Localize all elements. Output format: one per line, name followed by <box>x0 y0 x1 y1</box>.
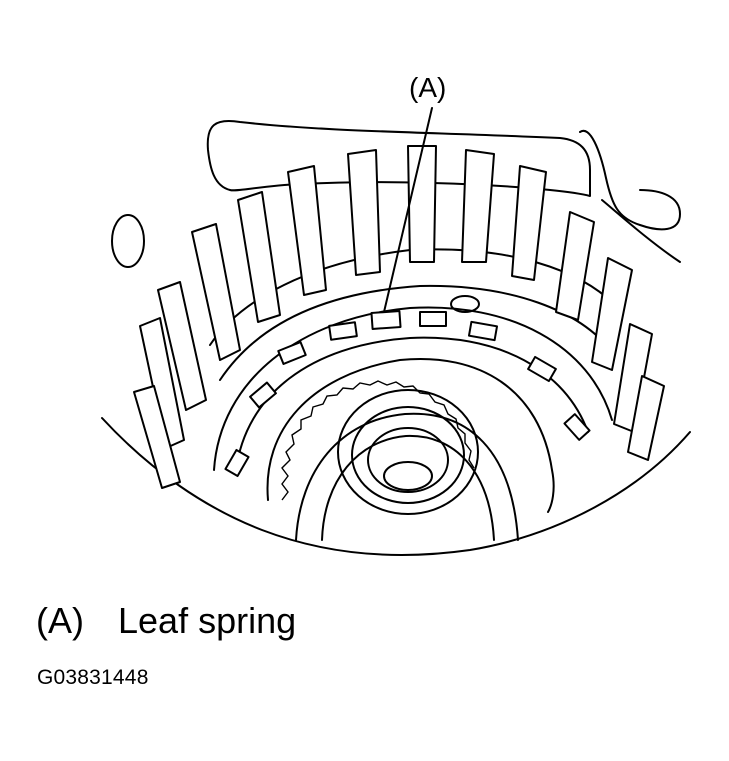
hub-outer-wall <box>295 412 519 541</box>
tool-tip-edge <box>601 199 681 263</box>
hub-bore-outer <box>337 389 479 515</box>
legend-key: (A) <box>36 600 84 641</box>
housing-outer-edge <box>101 417 691 557</box>
leaf-springs <box>224 310 591 478</box>
housing-bolt-hole <box>111 214 145 268</box>
legend-text: Leaf spring <box>118 600 297 641</box>
tool-tip <box>579 129 681 231</box>
callout-label-a: (A) <box>409 72 447 103</box>
hub-bore-center <box>383 461 433 491</box>
housing-upper-rim <box>206 120 591 197</box>
hub-bore-inner <box>367 427 449 493</box>
hub-bore-mid <box>351 406 465 504</box>
hub-spline-ring <box>266 358 555 513</box>
clutch-plate-ring-inner <box>235 336 589 471</box>
hub-mid-wall <box>321 434 495 541</box>
figure-code: G03831448 <box>37 666 149 689</box>
legend: (A) Leaf spring <box>36 600 296 642</box>
hub-spline-teeth <box>281 380 475 501</box>
drum-oil-hole <box>450 295 480 313</box>
clutch-plate-ring-outer <box>213 306 613 471</box>
callout-leader-line <box>383 107 433 313</box>
drum-splines <box>133 145 665 489</box>
